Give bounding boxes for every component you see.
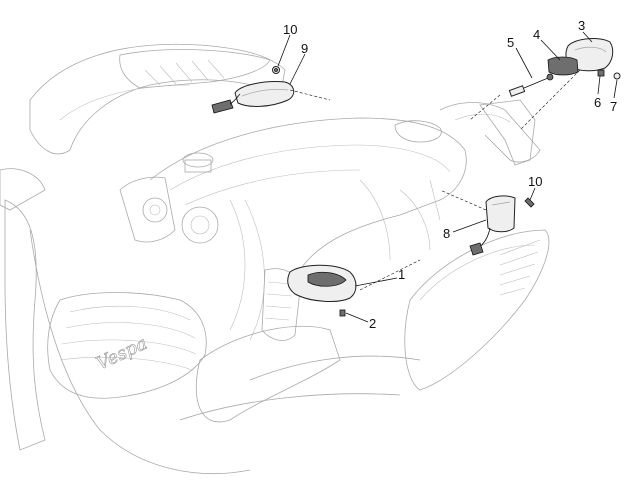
callout-labels: 10 9 5 4 3 6 7 10 8 1 2	[283, 18, 617, 331]
part-7-screw	[613, 72, 621, 80]
part-1-side-light	[287, 264, 357, 302]
callout-5: 5	[507, 35, 514, 50]
part-10-screw-upper	[272, 66, 280, 74]
part-5-bulb-socket	[508, 73, 554, 97]
part-9-front-turn-signal	[211, 81, 295, 114]
part-6-nut	[597, 69, 605, 77]
callout-2: 2	[369, 316, 376, 331]
callout-4: 4	[533, 27, 540, 42]
callout-10-upper: 10	[283, 22, 297, 37]
callout-8: 8	[443, 226, 450, 241]
callout-9: 9	[301, 41, 308, 56]
part-8-rear-turn-signal	[469, 195, 516, 256]
scooter-body-outline	[0, 43, 541, 475]
upper-side-vent-panel	[119, 49, 271, 89]
callout-10-lower: 10	[528, 174, 542, 189]
vespa-logo-script: Vespa	[93, 333, 150, 375]
callout-1: 1	[398, 267, 405, 282]
callout-6: 6	[594, 95, 601, 110]
part-10-screw-lower	[524, 197, 535, 208]
part-4-tail-light-gasket	[547, 56, 579, 76]
right-side-panel	[404, 229, 550, 391]
callout-3: 3	[578, 18, 585, 33]
callout-7: 7	[610, 99, 617, 114]
leader-lines	[277, 31, 618, 323]
part-2-clip	[339, 309, 346, 317]
